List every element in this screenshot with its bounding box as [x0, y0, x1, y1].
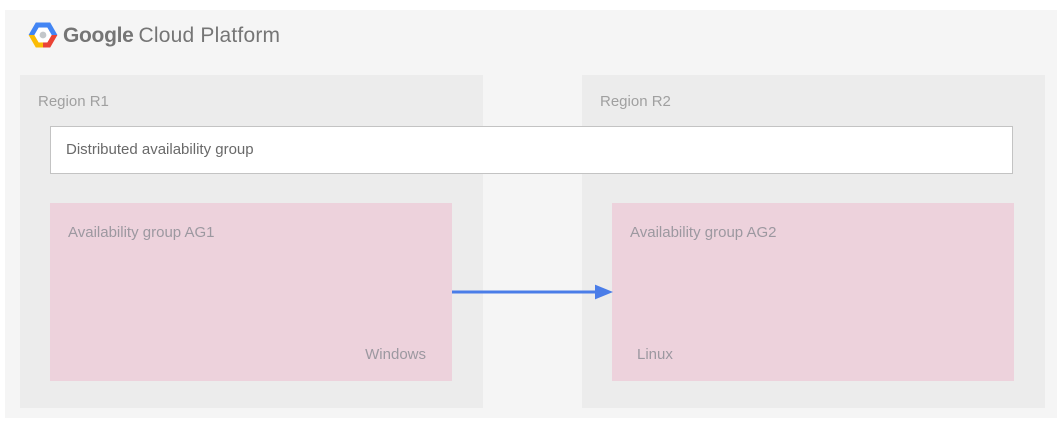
ag1-os-label-windows: Windows: [365, 346, 426, 363]
replication-arrow-head: [595, 284, 613, 300]
region-r1-label: Region R1: [38, 93, 109, 110]
google-cloud-platform-logo-icon: [28, 22, 58, 48]
region-r2-label: Region R2: [600, 93, 671, 110]
distributed-availability-group-box: Distributed availability group: [50, 126, 1013, 174]
availability-group-ag1-box: Availability group AG1 Windows: [50, 203, 452, 381]
availability-group-ag1-label: Availability group AG1: [68, 224, 215, 241]
distributed-availability-group-label: Distributed availability group: [66, 141, 254, 158]
region-r1-box: Region R1 Availability group AG1 Windows: [20, 75, 483, 408]
brand-cloud-platform: Cloud Platform: [138, 24, 281, 47]
replication-arrow: [452, 284, 613, 300]
region-r2-box: Region R2 Availability group AG2 Linux: [582, 75, 1045, 408]
availability-group-ag2-label: Availability group AG2: [630, 224, 777, 241]
ag2-os-label-linux: Linux: [637, 346, 673, 363]
availability-group-ag2-box: Availability group AG2 Linux: [612, 203, 1014, 381]
brand-google: Google: [63, 24, 134, 47]
